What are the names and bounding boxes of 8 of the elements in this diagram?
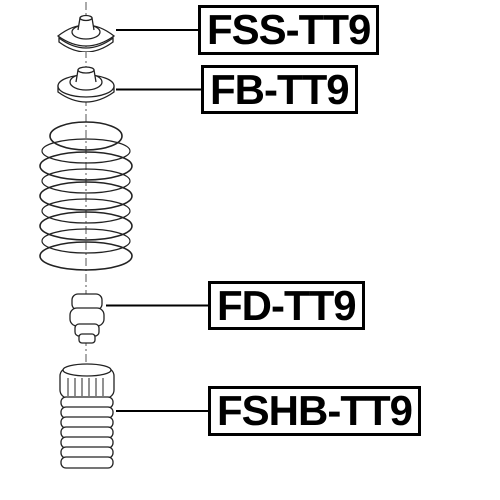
leader-line <box>106 304 208 306</box>
part-number-label: FSHB-TT9 <box>208 386 421 436</box>
leader-line <box>116 29 198 31</box>
part-number-label: FB-TT9 <box>201 65 358 114</box>
part-number-label: FSS-TT9 <box>198 5 380 55</box>
part-number-label: FD-TT9 <box>208 281 365 330</box>
leader-line <box>116 410 208 412</box>
leader-line <box>116 88 201 90</box>
